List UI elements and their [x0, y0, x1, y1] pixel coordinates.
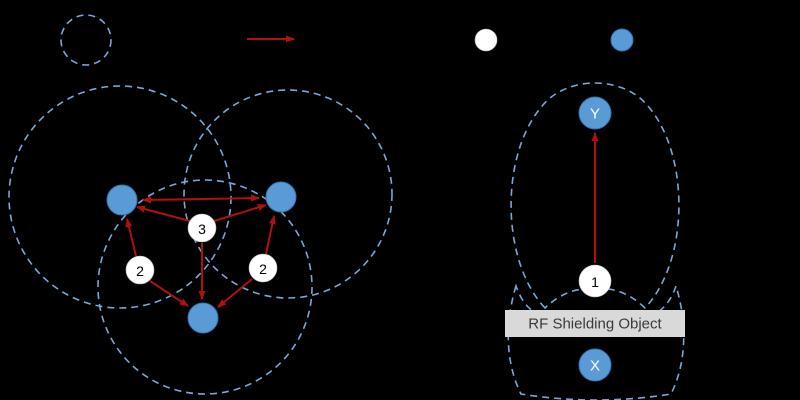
range-circle-right: [183, 89, 393, 299]
count-badge-right-label: 2: [259, 261, 267, 277]
arrow-right2-to-node-c: [217, 278, 253, 308]
arrow-left2-to-node-a: [125, 218, 137, 257]
range-circle-bottom: [97, 179, 313, 395]
node-x: [578, 348, 612, 382]
node-y: [578, 96, 612, 130]
node-1: [578, 264, 612, 298]
range-blob-lower: [507, 283, 685, 400]
arrow-left2-to-node-c: [149, 280, 189, 307]
legend-transmission-range-icon: [60, 14, 112, 66]
node-1-label: 1: [591, 274, 599, 290]
node-a: [106, 184, 138, 216]
count-badge-center-label: 3: [198, 221, 206, 237]
node-y-label: Y: [590, 106, 600, 123]
link-arrow-a-b: [142, 194, 260, 204]
arrow-center-to-node-b: [213, 204, 267, 222]
rf-shielding-object: [505, 310, 685, 337]
count-badge-left-label: 2: [136, 263, 144, 279]
node-x-label: X: [590, 358, 600, 375]
node-c: [187, 302, 219, 334]
legend-white-node-icon: [474, 28, 498, 52]
rf-shielding-object-label: RF Shielding Object: [528, 316, 662, 333]
legend-blue-node-icon: [610, 28, 634, 52]
count-badge-left: [125, 255, 155, 285]
node-b: [265, 181, 297, 213]
arrow-right2-to-node-b: [265, 215, 276, 255]
count-badge-right: [248, 253, 278, 283]
arrow-center-to-node-a: [136, 205, 191, 222]
count-badge-center: [187, 213, 217, 243]
